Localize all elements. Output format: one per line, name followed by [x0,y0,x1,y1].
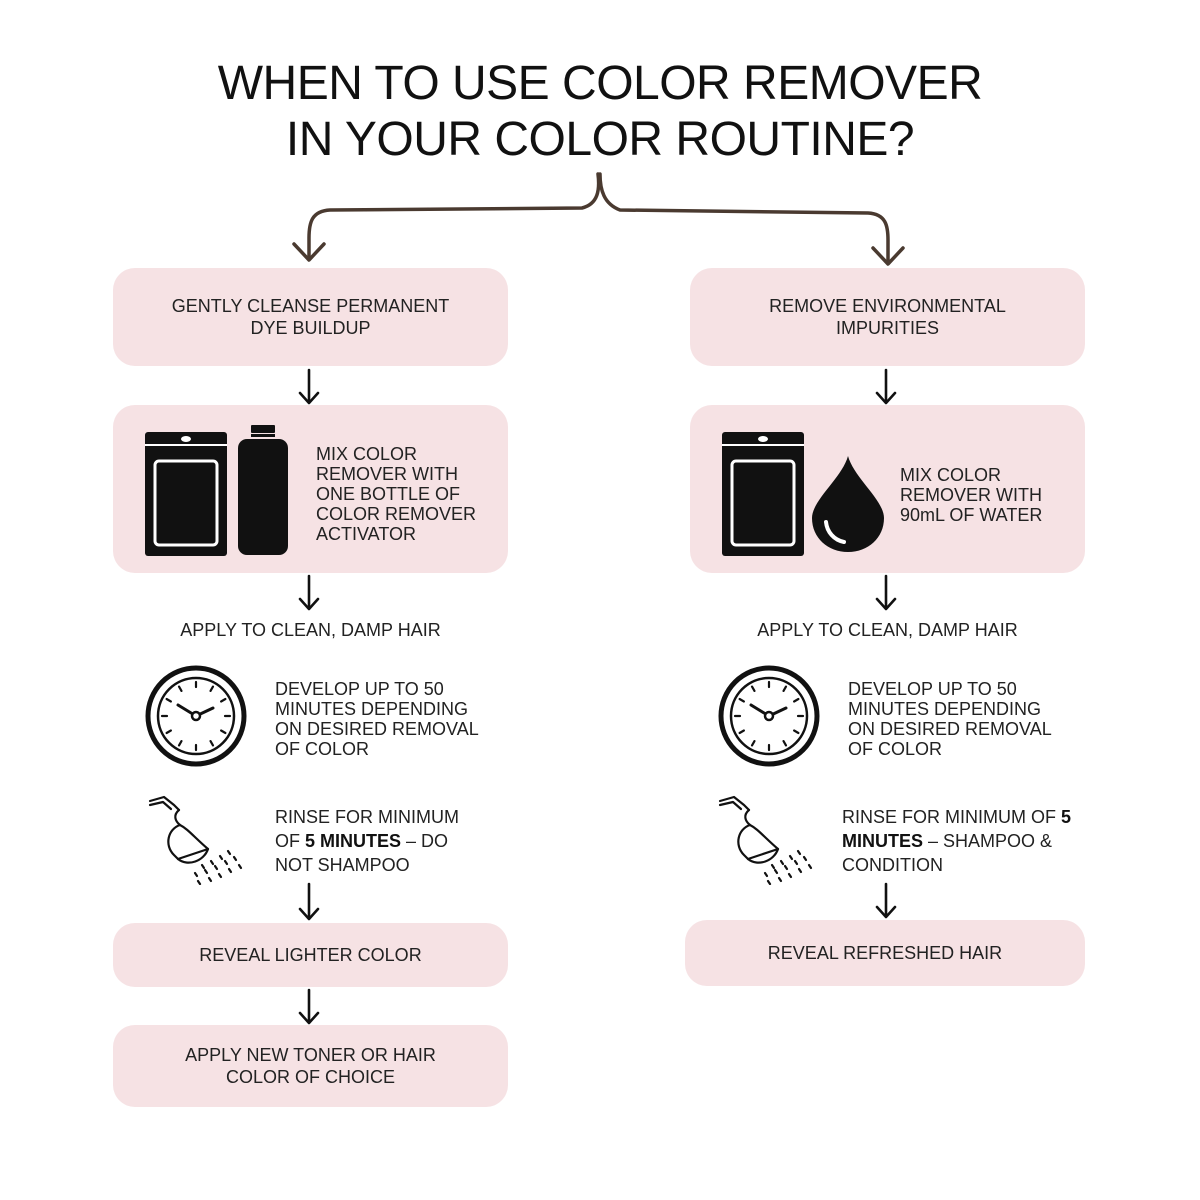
left-start-box: GENTLY CLEANSE PERMANENT DYE BUILDUP [113,268,508,366]
shower-icon [148,795,243,885]
left-apply-text: APPLY TO CLEAN, DAMP HAIR [180,620,441,640]
left-reveal-box: REVEAL LIGHTER COLOR [113,923,508,987]
packet-icon [145,432,227,556]
brace-connector [292,172,905,266]
left-develop-text: DEVELOP UP TO 50 MINUTES DEPENDING ON DE… [275,679,479,759]
right-reveal-text: REVEAL REFRESHED HAIR [767,943,1003,963]
right-start-box: REMOVE ENVIRONMENTAL IMPURITIES [690,268,1085,366]
left-rinse-bold: 5 MINUTES [305,831,402,851]
right-rinse-bold: 5 MINUTES [842,807,1072,851]
left-mix-text: MIX COLOR REMOVER WITH ONE BOTTLE OF COL… [316,444,477,544]
clock-icon [718,665,820,767]
left-rinse-text: RINSE FOR MINIMUM OF 5 MINUTES – DO NOT … [275,805,475,877]
right-reveal-box: REVEAL REFRESHED HAIR [685,920,1085,986]
right-rinse-pre: RINSE FOR MINIMUM OF [842,807,1061,827]
left-rinse-post: – DO NOT SHAMPOO [275,831,449,875]
arrow-right-1 [875,368,897,405]
arrow-left-3 [298,882,320,921]
clock-icon [145,665,247,767]
arrow-left-4 [298,988,320,1025]
right-rinse-text: RINSE FOR MINIMUM OF 5 MINUTES – SHAMPOO… [842,805,1077,877]
right-start-text: REMOVE ENVIRONMENTAL IMPURITIES [769,296,1006,338]
left-start-text: GENTLY CLEANSE PERMANENT DYE BUILDUP [171,296,450,338]
page-title: WHEN TO USE COLOR REMOVER IN YOUR COLOR … [0,56,1200,168]
title-line-1: WHEN TO USE COLOR REMOVER [217,57,983,110]
right-mix-text: MIX COLOR REMOVER WITH 90mL OF WATER [900,465,1043,525]
water-drop-icon [812,456,884,552]
right-rinse-post: – SHAMPOO & CONDITION [842,831,1053,875]
title-line-2: IN YOUR COLOR ROUTINE? [285,113,915,166]
left-final-text: APPLY NEW TONER OR HAIR COLOR OF CHOICE [185,1045,436,1087]
packet-icon [722,432,804,556]
arrow-right-2 [875,574,897,611]
arrow-left-2 [298,574,320,611]
left-reveal-text: REVEAL LIGHTER COLOR [199,945,422,965]
right-apply-text: APPLY TO CLEAN, DAMP HAIR [757,620,1018,640]
arrow-left-1 [298,368,320,405]
arrow-right-3 [875,882,897,919]
left-final-box: APPLY NEW TONER OR HAIR COLOR OF CHOICE [113,1025,508,1107]
bottle-icon [238,425,288,555]
left-rinse-pre: RINSE FOR MINIMUM OF [275,807,459,851]
right-develop-text: DEVELOP UP TO 50 MINUTES DEPENDING ON DE… [848,679,1052,759]
shower-icon [718,795,813,885]
